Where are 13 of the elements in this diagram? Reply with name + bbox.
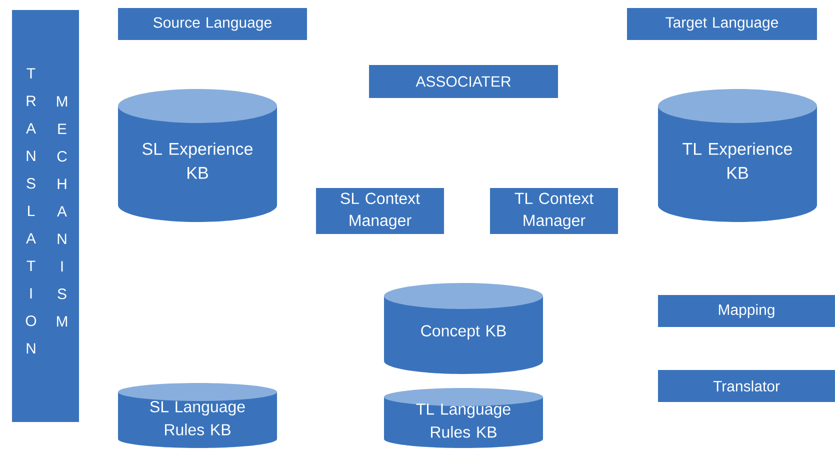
vertical-bar: TRANSLATION MECHANISM xyxy=(12,10,79,422)
database-cylinder: Concept KB xyxy=(384,283,543,374)
database-cylinder: TL Experience KB xyxy=(658,89,817,222)
label-box: Target Language xyxy=(627,8,817,40)
database-cylinder: SL Language Rules KB xyxy=(118,383,277,448)
process-box: Translator xyxy=(658,370,835,402)
process-box: TL Context Manager xyxy=(490,188,618,234)
process-box: SL Context Manager xyxy=(316,188,444,234)
database-cylinder: SL Experience KB xyxy=(118,89,277,222)
database-cylinder: TL Language Rules KB xyxy=(384,388,543,448)
process-box: ASSOCIATER xyxy=(369,65,558,98)
label-box: Source Language xyxy=(118,8,307,40)
process-box: Mapping xyxy=(658,295,835,327)
